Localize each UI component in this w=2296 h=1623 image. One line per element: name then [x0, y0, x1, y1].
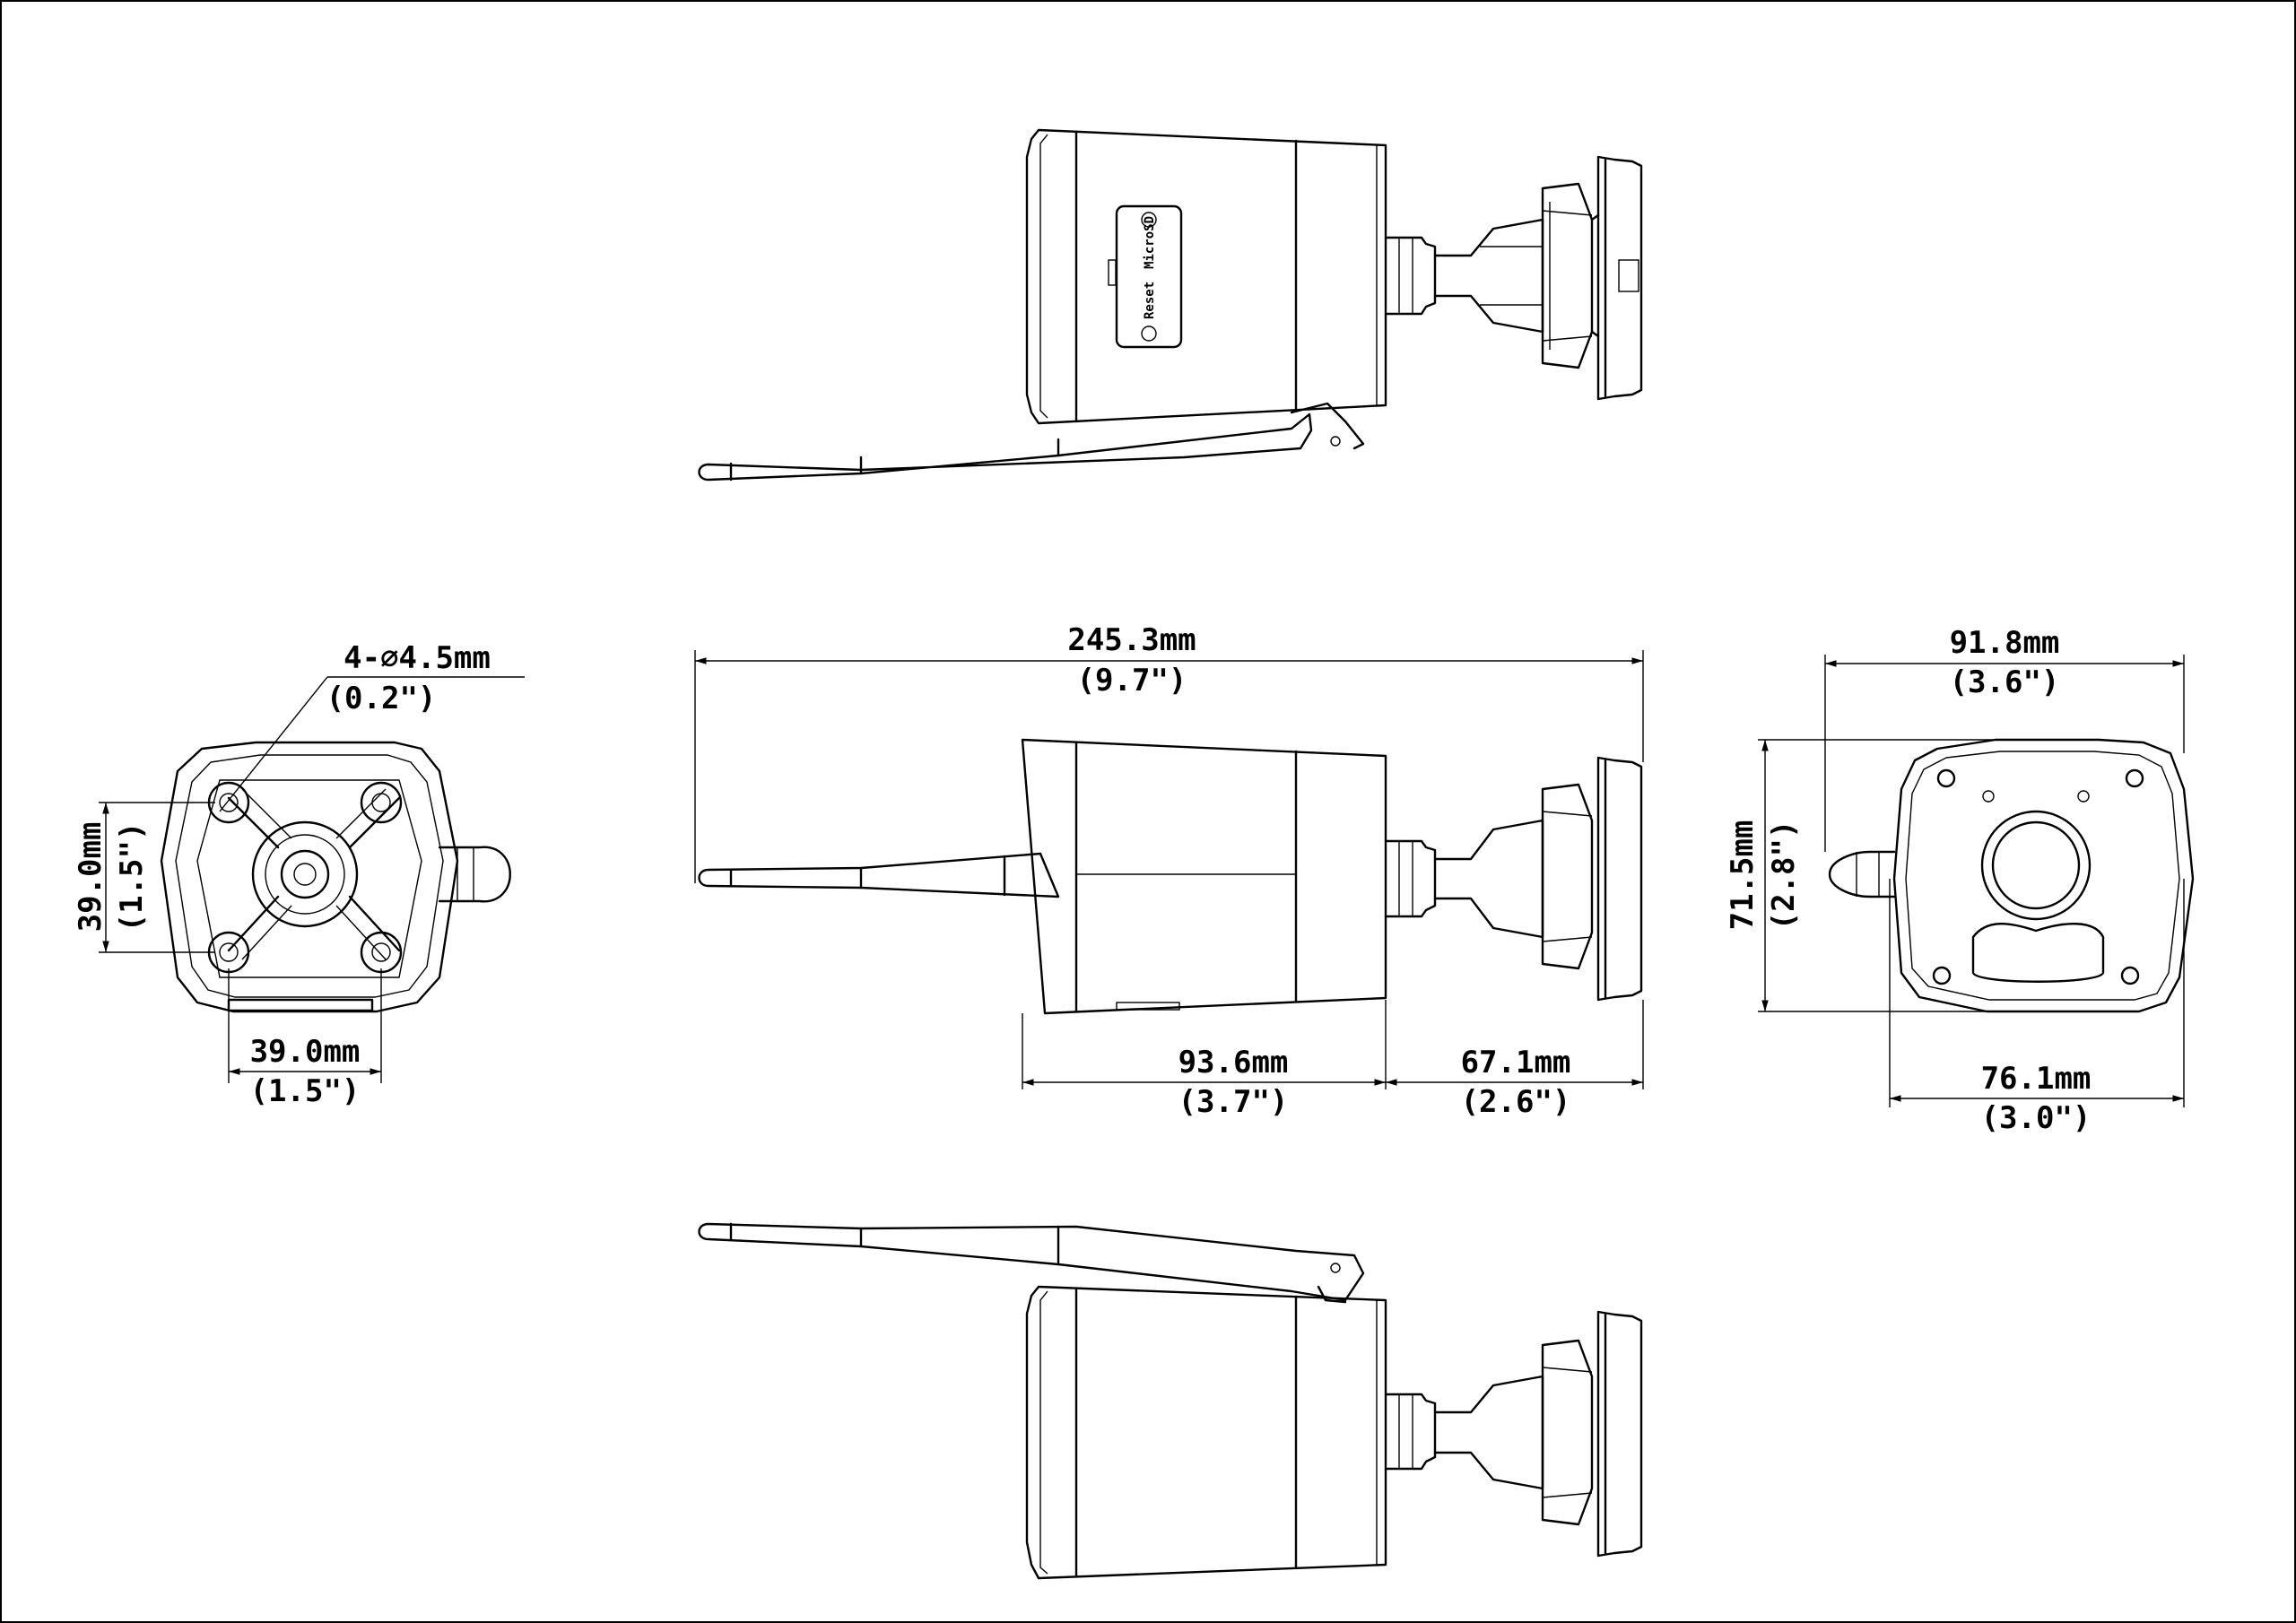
middle-side-view: 245.3mm (9.7") 93.6mm (3.7") 67.1mm (2.6…: [694, 622, 1644, 1120]
vert-mm-label: 39.0mm: [73, 822, 109, 933]
antenna-bottom: [698, 1222, 1365, 1304]
mount-bottom: [1384, 1310, 1643, 1558]
body-in-label: (3.7"): [1178, 1084, 1289, 1120]
horiz-mm-label: 39.0mm: [250, 1034, 361, 1070]
width-in-label: (3.6"): [1950, 664, 2060, 700]
dim-body-length: 93.6mm (3.7"): [1022, 1000, 1387, 1120]
mount-mm-label: 67.1mm: [1461, 1045, 1571, 1081]
dim-front-base: 76.1mm (3.0"): [1889, 879, 2185, 1136]
top-side-view: Reset MicroSD: [698, 128, 1643, 482]
dim-total-length: 245.3mm (9.7"): [694, 622, 1644, 883]
length-mm-label: 245.3mm: [1067, 622, 1196, 658]
camera-body-bottom: [1025, 1285, 1387, 1580]
length-in-label: (9.7"): [1077, 663, 1187, 699]
mount-in-label: (2.6"): [1461, 1084, 1571, 1120]
dim-hole-spec: 4-∅4.5mm (0.2"): [219, 640, 525, 812]
label-reset: Reset: [1143, 282, 1157, 319]
bottom-side-view: [698, 1222, 1643, 1580]
label-microsd: MicroSD: [1143, 216, 1157, 269]
hole-spec-label: 4-∅4.5mm: [344, 640, 491, 676]
base-in-label: (3.0"): [1981, 1100, 2092, 1136]
dim-front-height: 71.5mm (2.8"): [1725, 739, 2099, 1012]
dim-vertical-spacing: 39.0mm (1.5"): [73, 802, 215, 953]
mount-holes: [207, 781, 403, 974]
camera-body-top: Reset MicroSD: [1025, 128, 1387, 425]
width-mm-label: 91.8mm: [1950, 625, 2060, 661]
dim-mount-length: 67.1mm (2.6"): [1386, 1000, 1644, 1120]
vert-in-label: (1.5"): [114, 822, 150, 933]
rear-view: 4-∅4.5mm (0.2") 39.0mm (1.5") 39.0mm (1.…: [73, 640, 525, 1109]
dim-front-width: 91.8mm (3.6"): [1824, 625, 2185, 852]
dim-horizontal-spacing: 39.0mm (1.5"): [228, 968, 382, 1109]
height-in-label: (2.8"): [1766, 820, 1802, 931]
body-mm-label: 93.6mm: [1178, 1045, 1289, 1081]
antenna-middle: [698, 852, 1060, 898]
front-view: 91.8mm (3.6") 71.5mm (2.8") 76.1mm (3.0"…: [1725, 625, 2195, 1136]
hole-spec-in-label: (0.2"): [326, 681, 437, 716]
camera-body-middle: [1021, 738, 1387, 1015]
mount-top: [1384, 155, 1643, 401]
height-mm-label: 71.5mm: [1725, 820, 1761, 931]
base-mm-label: 76.1mm: [1981, 1061, 2092, 1097]
horiz-in-label: (1.5"): [250, 1073, 361, 1109]
mount-middle: [1384, 756, 1643, 1002]
antenna-top: [698, 402, 1365, 482]
